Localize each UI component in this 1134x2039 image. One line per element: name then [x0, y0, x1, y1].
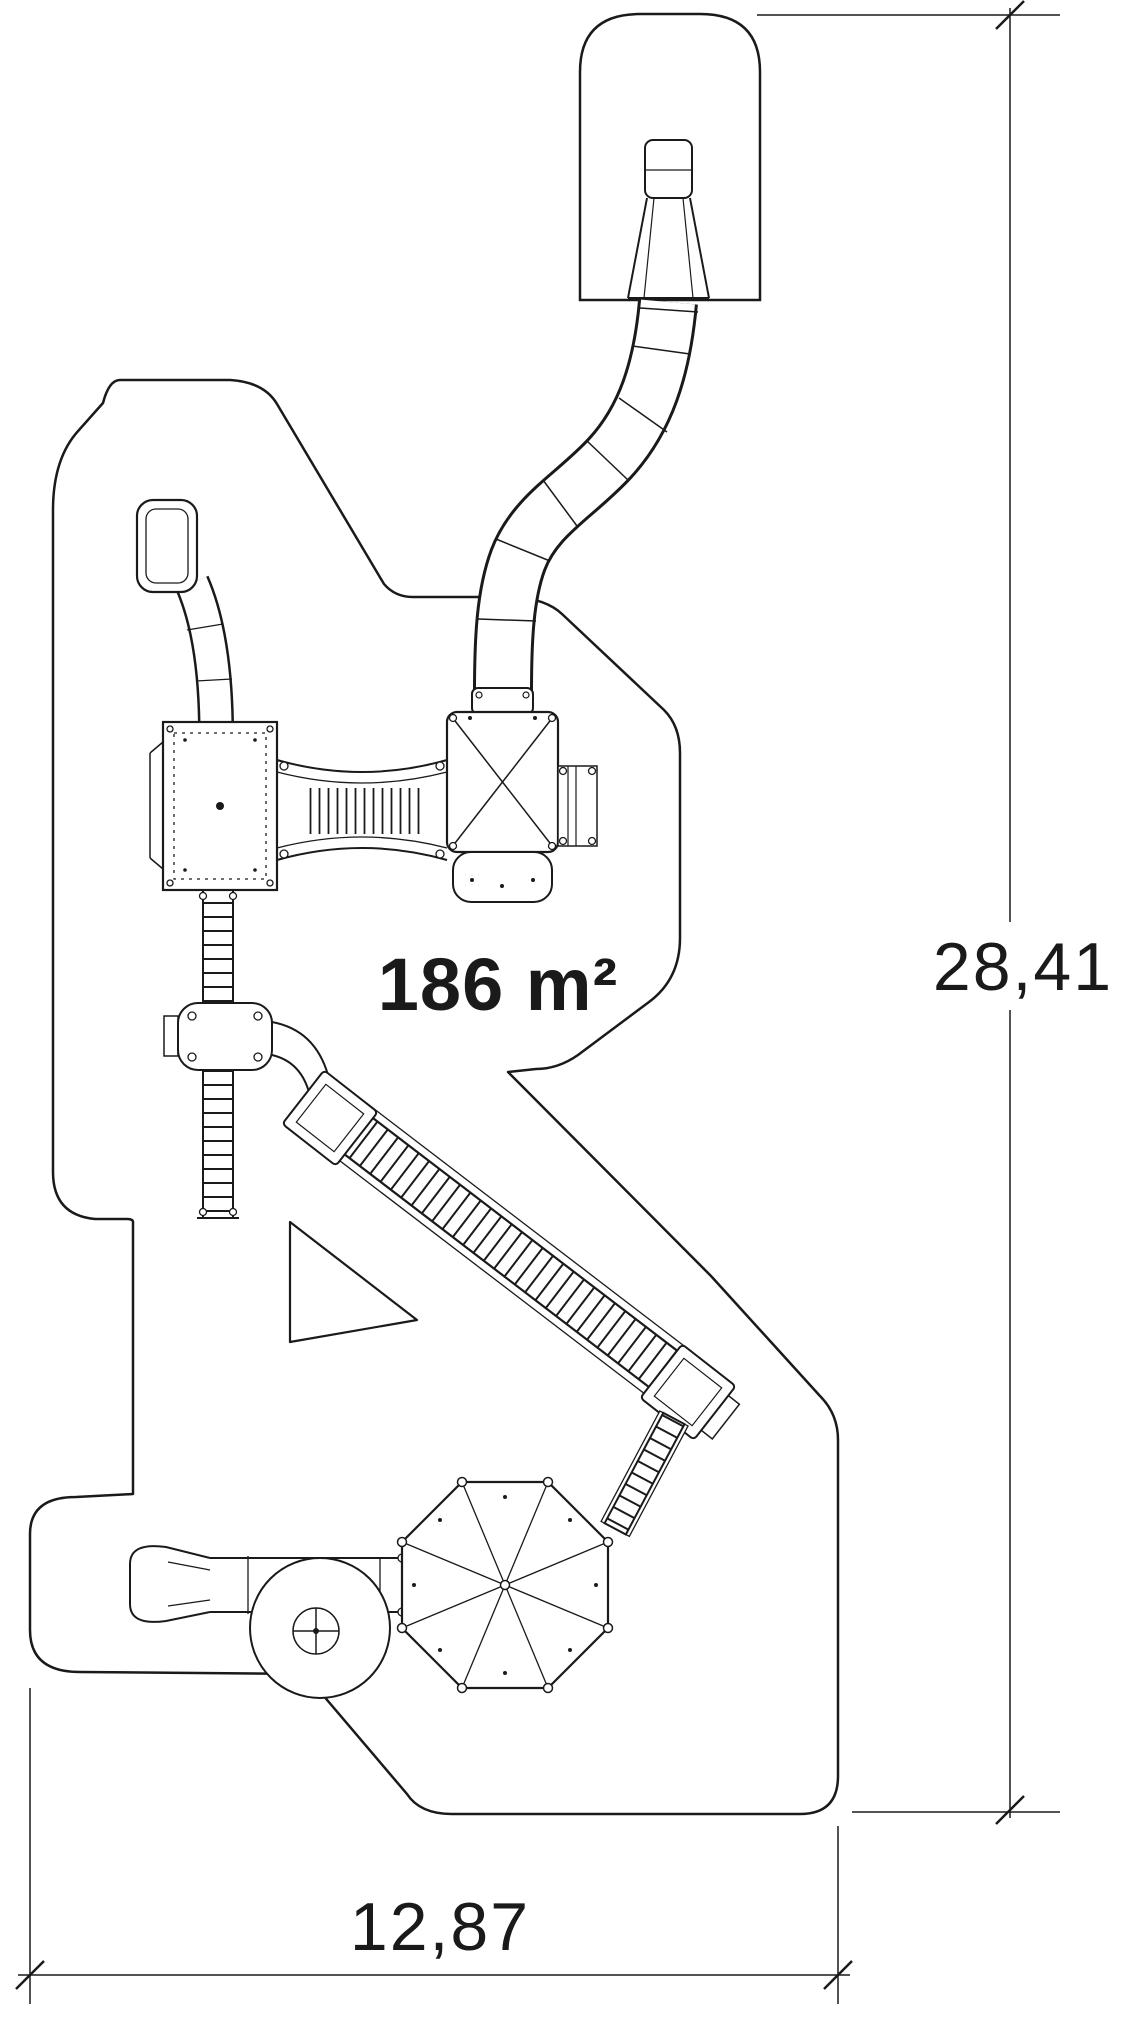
- width-dimension-label: 12,87: [350, 1889, 530, 1965]
- stair-pad-upper: [282, 1070, 378, 1166]
- height-dimension-label: 28,41: [933, 929, 1113, 1005]
- octagon-connector: [600, 1410, 689, 1538]
- octagon-tower: [396, 1476, 614, 1694]
- slide-end-box: [135, 498, 199, 594]
- slide-small-left: [135, 498, 234, 725]
- stair-ramp: [282, 1070, 741, 1538]
- platform-cross: [445, 687, 598, 903]
- area-label: 186 m²: [378, 943, 618, 1026]
- tower-platform-left: [149, 720, 279, 892]
- dimension-width: 12,87: [15, 1688, 853, 2004]
- tube-slide-main: [473, 299, 699, 693]
- safety-area-notch: [288, 1220, 419, 1344]
- junction-arm: [271, 1021, 329, 1076]
- tick-top: [995, 0, 1025, 30]
- tube-connector: [471, 687, 534, 715]
- side-panel-right: [557, 765, 598, 847]
- bridge-connector: [276, 759, 448, 861]
- slide-exit: [627, 139, 710, 299]
- dimension-height: 28,41: [757, 0, 1122, 1825]
- top-slide-enclosure: [578, 12, 762, 302]
- tube-joints: [477, 307, 699, 622]
- tick-left: [15, 1960, 45, 1990]
- tick-bottom: [995, 1795, 1025, 1825]
- tick-right: [823, 1960, 853, 1990]
- spiral-slide-circle: [249, 1557, 391, 1699]
- octagon-spokes: [401, 1481, 609, 1689]
